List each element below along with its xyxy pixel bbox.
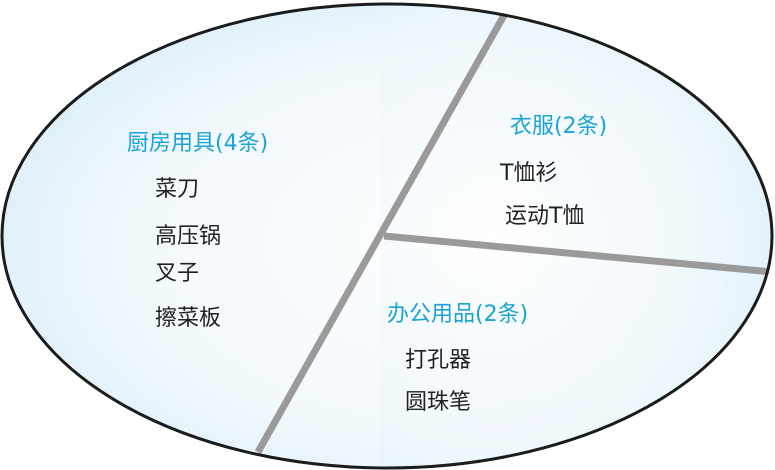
group-office-title: 办公用品(2条) [387, 302, 528, 327]
group-kitchen-title: 厨房用具(4条) [127, 131, 268, 156]
group-clothes: 衣服(2条) T恤衫 运动T恤 [499, 114, 607, 229]
group-office: 办公用品(2条) 打孔器 圆珠笔 [387, 302, 528, 415]
group-clothes-title: 衣服(2条) [510, 114, 607, 139]
divider-right [383, 232, 772, 276]
group-kitchen-item: 菜刀 [155, 177, 199, 202]
group-kitchen: 厨房用具(4条) 菜刀 高压锅 叉子 擦菜板 [127, 131, 268, 331]
group-kitchen-item: 高压锅 [155, 224, 221, 249]
group-clothes-item: 运动T恤 [505, 204, 584, 229]
group-office-item: 打孔器 [405, 348, 471, 373]
group-office-item: 圆珠笔 [405, 390, 471, 415]
group-kitchen-item: 擦菜板 [155, 306, 221, 331]
group-kitchen-item: 叉子 [155, 261, 199, 286]
divider-main [254, 8, 511, 454]
group-clothes-item: T恤衫 [499, 161, 557, 186]
